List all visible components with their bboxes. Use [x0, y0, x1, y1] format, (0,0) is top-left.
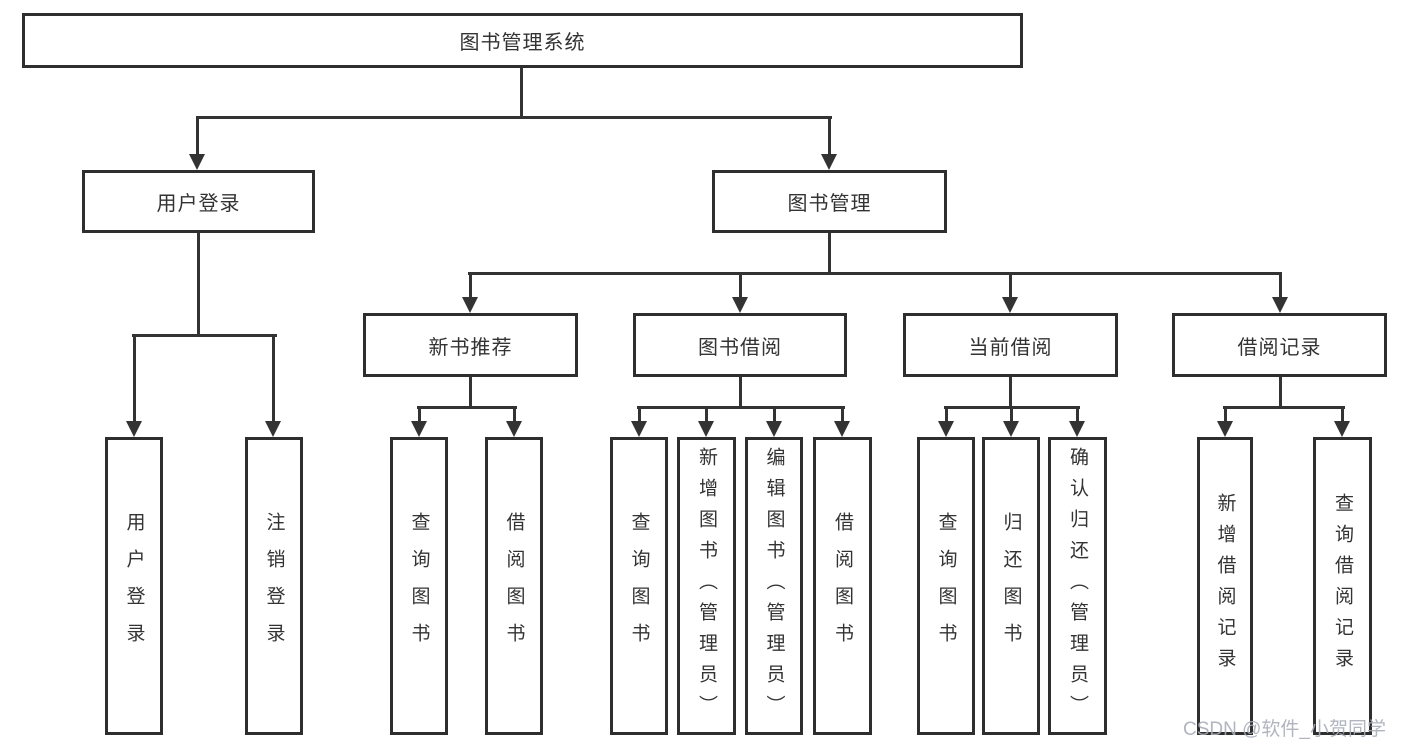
connector-to-leaf	[513, 406, 516, 422]
leaf-user-login-label: 用户登录	[123, 512, 145, 660]
node-user-login-label: 用户登录	[156, 193, 241, 215]
arrow-down-icon	[265, 421, 281, 437]
leaf-newbook-query-book-label: 查询图书	[408, 512, 430, 660]
connector-root-stem	[520, 68, 523, 118]
connector-to-leaf	[133, 334, 136, 422]
connector-new-book-bar	[417, 406, 517, 409]
leaf-borrow-edit-book-admin-label: 编辑图书（管理员）	[763, 446, 785, 726]
connector-borrow-records-bar	[1223, 406, 1345, 409]
node-borrow-records-label: 借阅记录	[1237, 336, 1322, 359]
arrow-down-icon	[1002, 297, 1018, 313]
arrow-down-icon	[766, 421, 782, 437]
connector-to-user-login	[196, 116, 199, 157]
arrow-down-icon	[462, 297, 478, 313]
connector-book-management-stem	[828, 233, 831, 275]
leaf-user-login: 用户登录	[105, 437, 163, 735]
connector-to-borrow-records	[1279, 272, 1282, 298]
arrow-down-icon	[1003, 421, 1019, 437]
leaf-newbook-borrow-book: 借阅图书	[485, 437, 543, 735]
leaf-current-query-book-label: 查询图书	[935, 512, 957, 660]
node-new-book-recommend-label: 新书推荐	[428, 336, 513, 359]
leaf-borrow-query-book: 查询图书	[610, 437, 668, 735]
arrow-down-icon	[1334, 421, 1350, 437]
leaf-logout-login: 注销登录	[245, 437, 303, 735]
connector-to-leaf	[1076, 406, 1079, 422]
leaf-borrow-add-book-admin-label: 新增图书（管理员）	[696, 446, 717, 726]
csdn-watermark: CSDN @软件_小贺同学	[1183, 719, 1386, 740]
connector-to-leaf	[638, 406, 641, 422]
connector-user-login-stem	[197, 233, 200, 336]
connector-to-leaf	[705, 406, 708, 422]
connector-user-login-bar	[132, 334, 277, 337]
node-book-borrow: 图书借阅	[633, 313, 847, 377]
connector-to-book-management	[828, 116, 831, 157]
node-current-borrow-label: 当前借阅	[968, 336, 1053, 359]
node-book-borrow-label: 图书借阅	[698, 336, 782, 359]
leaf-current-confirm-return-admin-label: 确认归还（管理员）	[1067, 446, 1088, 726]
arrow-down-icon	[698, 421, 714, 437]
connector-borrow-records-stem	[1279, 377, 1282, 408]
node-user-login: 用户登录	[82, 170, 315, 233]
arrow-down-icon	[189, 154, 205, 170]
leaf-records-add-record-label: 新增借阅记录	[1214, 493, 1236, 679]
leaf-records-add-record: 新增借阅记录	[1197, 437, 1253, 735]
connector-current-borrow-stem	[1009, 377, 1012, 408]
leaf-records-query-record-label: 查询借阅记录	[1332, 493, 1353, 679]
leaf-newbook-borrow-book-label: 借阅图书	[503, 512, 525, 660]
leaf-borrow-borrow-book: 借阅图书	[813, 437, 872, 735]
connector-to-leaf	[1224, 406, 1227, 422]
node-root-label: 图书管理系统	[459, 32, 586, 54]
node-book-management-label: 图书管理	[787, 193, 872, 215]
node-root-library-system: 图书管理系统	[22, 13, 1023, 68]
connector-to-new-book	[469, 272, 472, 298]
connector-to-current-borrow	[1009, 272, 1012, 298]
leaf-borrow-edit-book-admin: 编辑图书（管理员）	[745, 437, 803, 735]
node-current-borrow: 当前借阅	[903, 313, 1118, 377]
arrow-down-icon	[1217, 421, 1233, 437]
leaf-borrow-add-book-admin: 新增图书（管理员）	[677, 437, 736, 735]
connector-to-leaf	[272, 334, 275, 422]
arrow-down-icon	[821, 154, 837, 170]
leaf-newbook-query-book: 查询图书	[390, 437, 448, 735]
connector-book-management-bar	[468, 272, 1282, 275]
connector-to-leaf	[418, 406, 421, 422]
connector-root-bar	[196, 116, 832, 119]
node-borrow-records: 借阅记录	[1172, 313, 1387, 377]
connector-to-leaf	[1010, 406, 1013, 422]
connector-book-borrow-stem	[739, 377, 742, 408]
connector-new-book-stem	[469, 377, 472, 408]
arrow-down-icon	[732, 297, 748, 313]
arrow-down-icon	[834, 421, 850, 437]
arrow-down-icon	[506, 421, 522, 437]
arrow-down-icon	[938, 421, 954, 437]
leaf-current-confirm-return-admin: 确认归还（管理员）	[1048, 437, 1107, 735]
arrow-down-icon	[126, 421, 142, 437]
node-book-management: 图书管理	[712, 170, 947, 233]
leaf-current-return-book-label: 归还图书	[1000, 512, 1022, 660]
leaf-current-query-book: 查询图书	[917, 437, 975, 735]
arrow-down-icon	[1069, 421, 1085, 437]
node-new-book-recommend: 新书推荐	[363, 313, 578, 377]
leaf-records-query-record: 查询借阅记录	[1313, 437, 1372, 735]
connector-to-leaf	[945, 406, 948, 422]
arrow-down-icon	[411, 421, 427, 437]
leaf-logout-login-label: 注销登录	[263, 512, 285, 660]
connector-to-leaf	[773, 406, 776, 422]
connector-to-book-borrow	[739, 272, 742, 298]
arrow-down-icon	[631, 421, 647, 437]
leaf-current-return-book: 归还图书	[982, 437, 1040, 735]
connector-to-leaf	[1341, 406, 1344, 422]
leaf-borrow-query-book-label: 查询图书	[628, 512, 650, 660]
leaf-borrow-borrow-book-label: 借阅图书	[832, 512, 853, 660]
arrow-down-icon	[1272, 297, 1288, 313]
connector-book-borrow-bar	[637, 406, 845, 409]
connector-to-leaf	[841, 406, 844, 422]
